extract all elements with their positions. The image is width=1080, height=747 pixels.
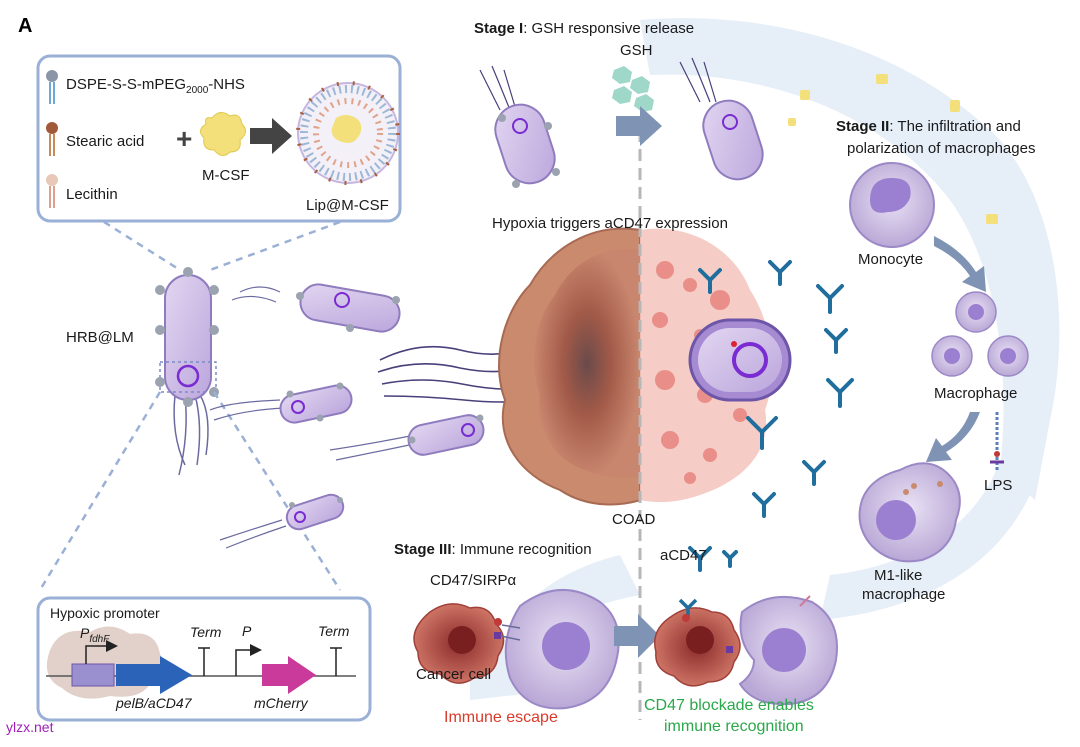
stage2-desc-line2: polarization of macrophages	[847, 140, 1035, 157]
macrophage-cells	[931, 291, 1029, 377]
p-fdhf-label: P	[80, 625, 90, 641]
monocyte-cell	[849, 162, 935, 248]
lipid-legend-box: DSPE-S-S-mPEG2000-NHS Stearic acid Lecit…	[36, 54, 402, 223]
gsh-molecules-icon	[612, 66, 654, 112]
term1-label: Term	[190, 624, 222, 640]
stage1-arrow-icon	[616, 106, 662, 146]
hrb-lm-label: HRB@LM	[66, 329, 134, 346]
zoom-lines-top	[103, 220, 341, 272]
lecithin-icon	[46, 174, 58, 208]
immune-escape-label: Immune escape	[444, 709, 558, 726]
antibodies	[688, 260, 854, 572]
stage2-title: Stage II	[836, 118, 889, 135]
blockade-label-line2: immune recognition	[664, 718, 804, 735]
stage3-arrow-icon	[614, 614, 660, 658]
svg-text:Stage III: Immune recognition: Stage III: Immune recognition	[394, 541, 592, 558]
liposome-icon	[296, 81, 400, 185]
p2-label: P	[242, 623, 252, 639]
stage1-desc: : GSH responsive release	[523, 20, 694, 37]
watermark-text: ylzx.net	[6, 719, 54, 735]
bacterium-1	[231, 283, 401, 333]
p-fdhf-sub: fdhF	[89, 634, 110, 645]
plus-icon: +	[176, 123, 192, 154]
stearic-acid-icon	[46, 122, 58, 156]
stage3-title: Stage III	[394, 541, 452, 558]
zoom-lines-bottom	[38, 391, 342, 591]
immune-escape-scene	[413, 589, 620, 710]
stage2-desc: : The infiltration and	[889, 118, 1020, 135]
plasmid-title: Hypoxic promoter	[50, 605, 160, 621]
acd47-gene-label: pelB/aCD47	[115, 695, 193, 711]
swimming-bacteria	[209, 283, 485, 549]
term2-label: Term	[318, 623, 350, 639]
cancer-cell-label: Cancer cell	[416, 666, 491, 683]
lps-label: LPS	[984, 477, 1012, 494]
monocyte-label: Monocyte	[858, 251, 923, 268]
dspe-lipid-icon	[46, 70, 58, 104]
hypoxia-label: Hypoxia triggers aCD47 expression	[492, 215, 728, 232]
tumor-bacterium	[688, 318, 792, 402]
lip-mcsf-label: Lip@M-CSF	[306, 197, 389, 214]
svg-text:DSPE-S-S-mPEG2000-NHS: DSPE-S-S-mPEG2000-NHS	[66, 76, 245, 96]
bacterium-4	[219, 493, 345, 549]
stage1-bacterium-left	[479, 65, 560, 188]
mcsf-label: M-CSF	[202, 167, 250, 184]
blockade-label-line1: CD47 blockade enables	[644, 697, 814, 714]
acd47-label: aCD47	[660, 547, 707, 564]
m1-label-line2: macrophage	[862, 586, 945, 603]
bacterium-3	[329, 414, 485, 461]
svg-text:PfdhF: PfdhF	[80, 625, 110, 645]
plasmid-box: Hypoxic promoter PfdhF Term P Term pelB/…	[36, 596, 372, 722]
mcherry-gene-label: mCherry	[254, 695, 309, 711]
stage1-bacterium-right	[679, 57, 764, 181]
bacterium-2	[209, 382, 353, 424]
hrb-lm-bacterium	[155, 267, 219, 476]
right-arrow-icon	[250, 118, 292, 154]
svg-text:Stage II: The infiltration and: Stage II: The infiltration and	[836, 118, 1021, 135]
dspe-suffix: -NHS	[208, 76, 245, 93]
m1-macrophage-cell	[858, 462, 961, 563]
dspe-subscript: 2000	[186, 85, 209, 96]
m1-label-line1: M1-like	[874, 567, 922, 584]
dspe-label: DSPE-S-S-mPEG	[66, 76, 186, 93]
gsh-label: GSH	[620, 42, 653, 59]
stage1-title: Stage I	[474, 20, 523, 37]
macrophage-label: Macrophage	[934, 385, 1017, 402]
macrophage-arrow-icon	[926, 412, 980, 462]
mcsf-fragments	[788, 74, 998, 224]
panel-label: A	[18, 15, 32, 37]
mcherry-gene-arrow	[262, 656, 316, 694]
stearic-label: Stearic acid	[66, 133, 144, 150]
monocyte-arrow-icon	[934, 236, 986, 292]
svg-text:Stage I: GSH responsive releas: Stage I: GSH responsive release	[474, 20, 694, 37]
cd47-sirpa-label: CD47/SIRPα	[430, 572, 517, 589]
lecithin-label: Lecithin	[66, 186, 118, 203]
stage3-desc: : Immune recognition	[452, 541, 592, 558]
acd47-gene-arrow	[116, 656, 192, 694]
immune-recognition-scene	[654, 595, 838, 706]
coad-label: COAD	[612, 511, 656, 528]
mcsf-protein-icon	[200, 112, 246, 156]
lps-icon	[990, 412, 1004, 472]
